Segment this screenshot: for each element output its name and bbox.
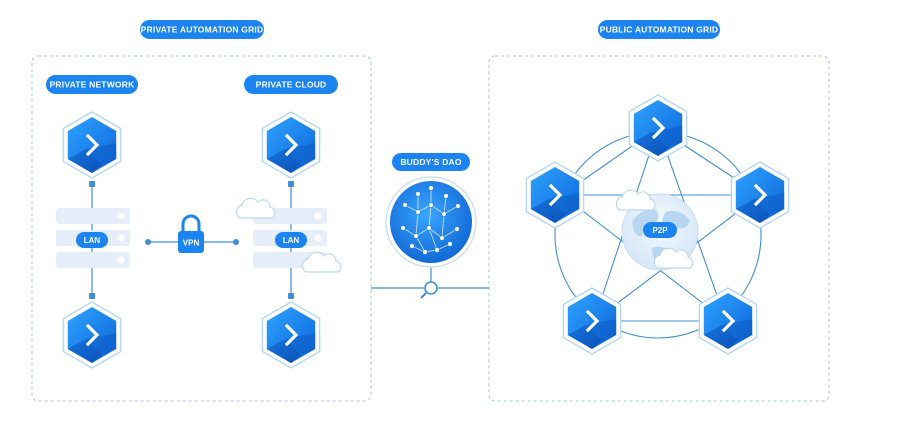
private-automation-grid-pill: PRIVATE AUTOMATION GRID [140, 20, 264, 39]
buddys-dao-label: BUDDY'S DAO [400, 157, 462, 167]
private-cloud-label: PRIVATE CLOUD [256, 80, 327, 90]
cloud-icon [615, 189, 656, 211]
buddys-dao-pill: BUDDY'S DAO [392, 153, 470, 171]
lan-tag-cloud: LAN [275, 232, 307, 248]
buddy-node-icon [61, 300, 123, 370]
buddy-node-icon [260, 300, 322, 370]
private-grid-frame [31, 55, 372, 402]
network-graph-icon [385, 176, 477, 268]
buddy-node-icon [697, 286, 759, 356]
buddy-node-icon [260, 110, 322, 180]
buddy-node-icon [627, 93, 689, 163]
link-endpoints [89, 181, 294, 299]
buddy-node-icon [561, 286, 623, 356]
vpn-label: VPN [183, 239, 200, 248]
p2p-label: P2P [652, 226, 668, 235]
private-automation-grid-label: PRIVATE AUTOMATION GRID [141, 25, 264, 35]
magnifier-icon [420, 281, 438, 299]
public-automation-grid-pill: PUBLIC AUTOMATION GRID [598, 20, 720, 39]
public-grid-frame [488, 55, 830, 402]
private-cloud-pill: PRIVATE CLOUD [244, 75, 338, 94]
lan-cloud-label: LAN [283, 236, 300, 245]
buddy-node-icon [61, 110, 123, 180]
buddy-node-icon [524, 160, 586, 230]
cloud-icon [235, 197, 276, 219]
public-automation-grid-label: PUBLIC AUTOMATION GRID [600, 25, 719, 35]
padlock-icon: VPN [178, 214, 204, 253]
private-network-label: PRIVATE NETWORK [50, 80, 136, 90]
lan-tag-network: LAN [76, 232, 108, 248]
lan-network-label: LAN [84, 236, 101, 245]
private-network-pill: PRIVATE NETWORK [46, 75, 138, 94]
